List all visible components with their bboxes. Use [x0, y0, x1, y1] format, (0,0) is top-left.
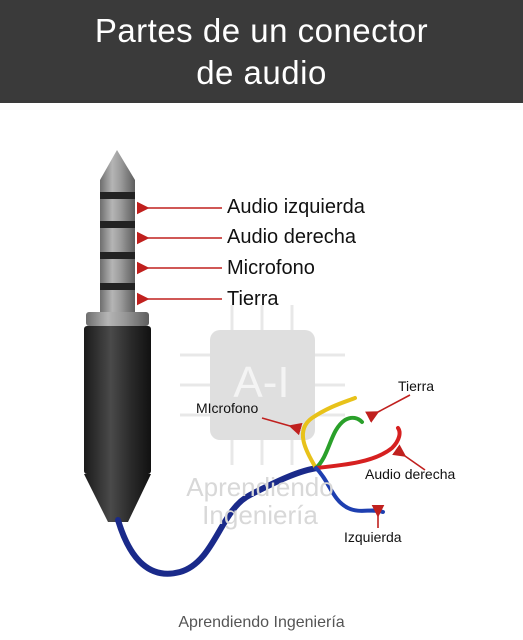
title-line-2: de audio [196, 53, 327, 91]
watermark-line-2: Ingeniería [202, 500, 318, 530]
jack-plug [84, 150, 151, 522]
label-right-audio: Audio derecha [227, 226, 356, 248]
title-line-1: Partes de un conector [94, 11, 429, 49]
watermark-chip-text: A-I [233, 358, 290, 407]
label-ground: Tierra [227, 288, 279, 310]
watermark-line-1: Aprendiendo [186, 472, 334, 502]
label-left-audio: Audio izquierda [227, 196, 365, 218]
footer-credit: Aprendiendo Ingeniería [178, 614, 345, 631]
label-microphone: Microfono [227, 257, 315, 279]
audio-cable [115, 465, 321, 577]
wire-label-microphone: MIcrofono [196, 400, 259, 416]
wire-label-left: Izquierda [344, 529, 402, 545]
wire-label-right-audio: Audio derecha [365, 466, 456, 482]
wire-label-ground: Tierra [398, 378, 435, 394]
watermark-chip-icon [180, 305, 345, 465]
jack-arrows [136, 201, 222, 306]
wire-arrows [261, 394, 426, 528]
title-banner: Partes de un conector de audio [0, 0, 523, 103]
